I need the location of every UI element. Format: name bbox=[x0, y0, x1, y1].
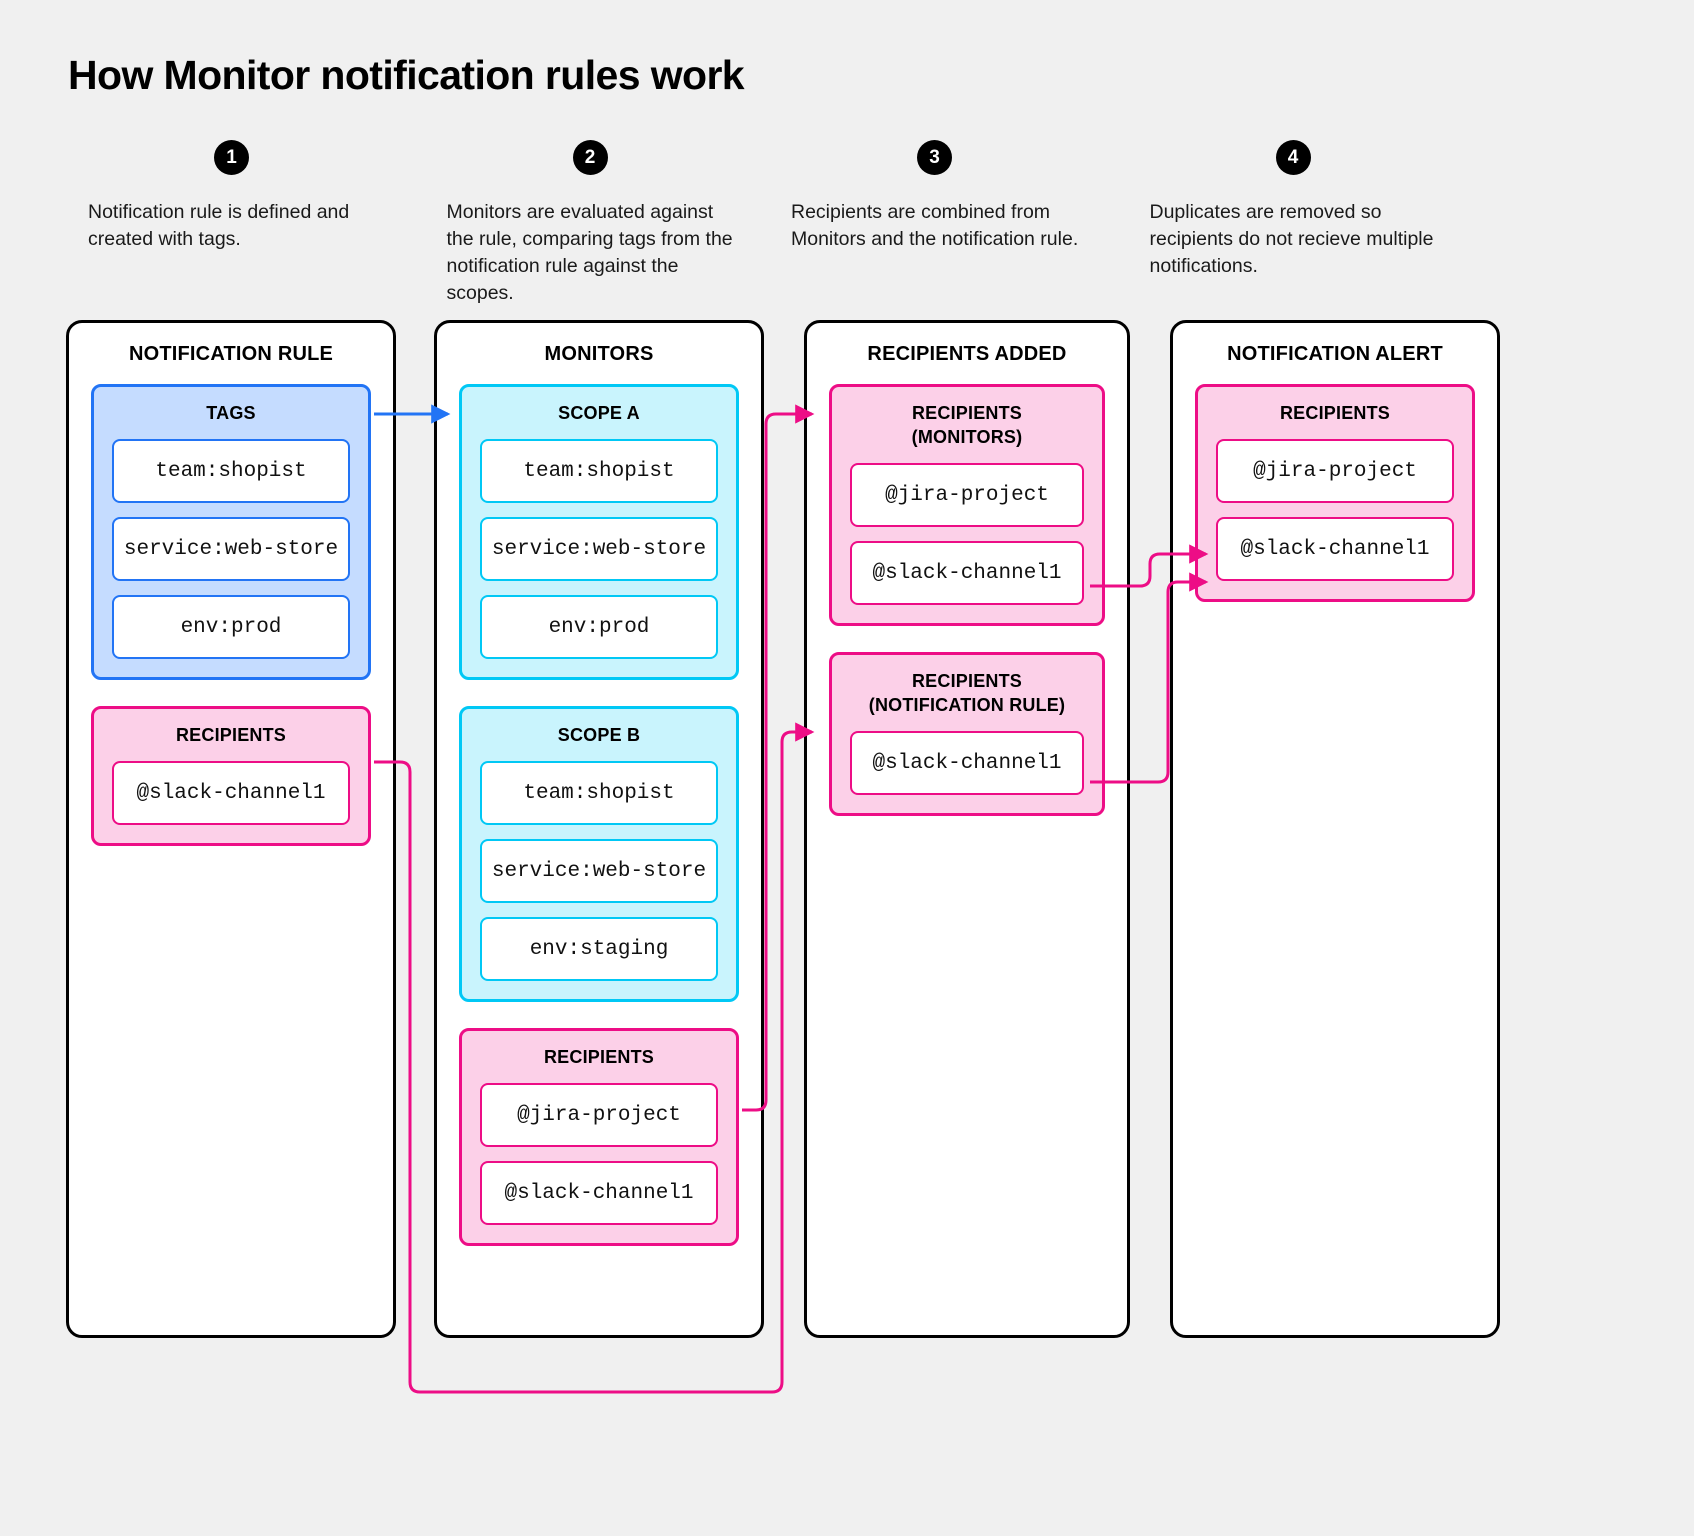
panel-title-notification-alert: NOTIFICATION ALERT bbox=[1227, 343, 1443, 365]
recipient-chip[interactable]: @slack-channel1 bbox=[1216, 517, 1454, 581]
group-title-monitor-recipients: RECIPIENTS bbox=[543, 1047, 655, 1067]
step-badge-2: 2 bbox=[572, 140, 608, 175]
recipient-chip[interactable]: @jira-project bbox=[480, 1083, 718, 1147]
recipient-chip[interactable]: @jira-project bbox=[850, 463, 1084, 527]
step-badge-3: 3 bbox=[917, 140, 952, 175]
step-description-4: Duplicates are removed so recipients do … bbox=[1149, 201, 1434, 277]
step-badge-4: 4 bbox=[1275, 140, 1311, 175]
panel-title-monitors: MONITORS bbox=[544, 343, 654, 365]
step-description-3: Recipients are combined from Monitors an… bbox=[791, 201, 1079, 250]
panel-notification-alert: NOTIFICATION ALERT RECIPIENTS @jira-proj… bbox=[1170, 320, 1500, 1338]
step-badge-1: 1 bbox=[214, 140, 249, 175]
recipient-chip[interactable]: @slack-channel1 bbox=[850, 541, 1084, 605]
group-title-recipients-notification-rule: RECIPIENTS(NOTIFICATION RULE) bbox=[868, 671, 1066, 715]
tag-chip[interactable]: env:prod bbox=[112, 595, 350, 659]
tag-chip[interactable]: service:web-store bbox=[112, 517, 350, 581]
group-title-recipients-monitors: RECIPIENTS(MONITORS) bbox=[911, 403, 1023, 447]
page-title: How Monitor notification rules work bbox=[68, 52, 745, 98]
step-1: 1 Notification rule is defined and creat… bbox=[66, 140, 425, 307]
panel-title-notification-rule: NOTIFICATION RULE bbox=[128, 343, 334, 365]
tag-chip[interactable]: service:web-store bbox=[480, 517, 718, 581]
group-title-scope-a: SCOPE A bbox=[558, 403, 640, 423]
group-alert-recipients: RECIPIENTS @jira-project @slack-channel1 bbox=[1195, 384, 1475, 602]
group-recipients-monitors: RECIPIENTS(MONITORS) @jira-project @slac… bbox=[829, 384, 1105, 626]
recipient-chip[interactable]: @slack-channel1 bbox=[112, 761, 350, 825]
panel-title-recipients-added: RECIPIENTS ADDED bbox=[867, 343, 1067, 365]
group-title-scope-b: SCOPE B bbox=[557, 725, 641, 745]
group-title-rule-recipients: RECIPIENTS bbox=[175, 725, 287, 745]
group-title-tags: TAGS bbox=[206, 403, 256, 423]
group-scope-a: SCOPE A team:shopist service:web-store e… bbox=[459, 384, 739, 680]
recipient-chip[interactable]: @jira-project bbox=[1216, 439, 1454, 503]
recipient-chip[interactable]: @slack-channel1 bbox=[480, 1161, 718, 1225]
group-rule-recipients: RECIPIENTS @slack-channel1 bbox=[91, 706, 371, 846]
tag-chip[interactable]: service:web-store bbox=[480, 839, 718, 903]
group-title-alert-recipients: RECIPIENTS bbox=[1279, 403, 1391, 423]
tag-chip[interactable]: team:shopist bbox=[480, 761, 718, 825]
step-3: 3 Recipients are combined from Monitors … bbox=[783, 140, 1142, 307]
step-description-1: Notification rule is defined and created… bbox=[88, 201, 350, 250]
group-scope-b: SCOPE B team:shopist service:web-store e… bbox=[459, 706, 739, 1002]
panel-recipients-added: RECIPIENTS ADDED RECIPIENTS(MONITORS) @j… bbox=[804, 320, 1130, 1338]
group-monitor-recipients: RECIPIENTS @jira-project @slack-channel1 bbox=[459, 1028, 739, 1246]
tag-chip[interactable]: team:shopist bbox=[480, 439, 718, 503]
panel-notification-rule: NOTIFICATION RULE TAGS team:shopist serv… bbox=[66, 320, 396, 1338]
step-description-2: Monitors are evaluated against the rule,… bbox=[446, 201, 733, 304]
tag-chip[interactable]: env:prod bbox=[480, 595, 718, 659]
group-tags: TAGS team:shopist service:web-store env:… bbox=[91, 384, 371, 680]
steps-row: 1 Notification rule is defined and creat… bbox=[66, 140, 1500, 307]
tag-chip[interactable]: env:staging bbox=[480, 917, 718, 981]
group-recipients-notification-rule: RECIPIENTS(NOTIFICATION RULE) @slack-cha… bbox=[829, 652, 1105, 816]
step-2: 2 Monitors are evaluated against the rul… bbox=[425, 140, 784, 307]
panel-monitors: MONITORS SCOPE A team:shopist service:we… bbox=[434, 320, 764, 1338]
tag-chip[interactable]: team:shopist bbox=[112, 439, 350, 503]
recipient-chip[interactable]: @slack-channel1 bbox=[850, 731, 1084, 795]
step-4: 4 Duplicates are removed so recipients d… bbox=[1142, 140, 1501, 307]
